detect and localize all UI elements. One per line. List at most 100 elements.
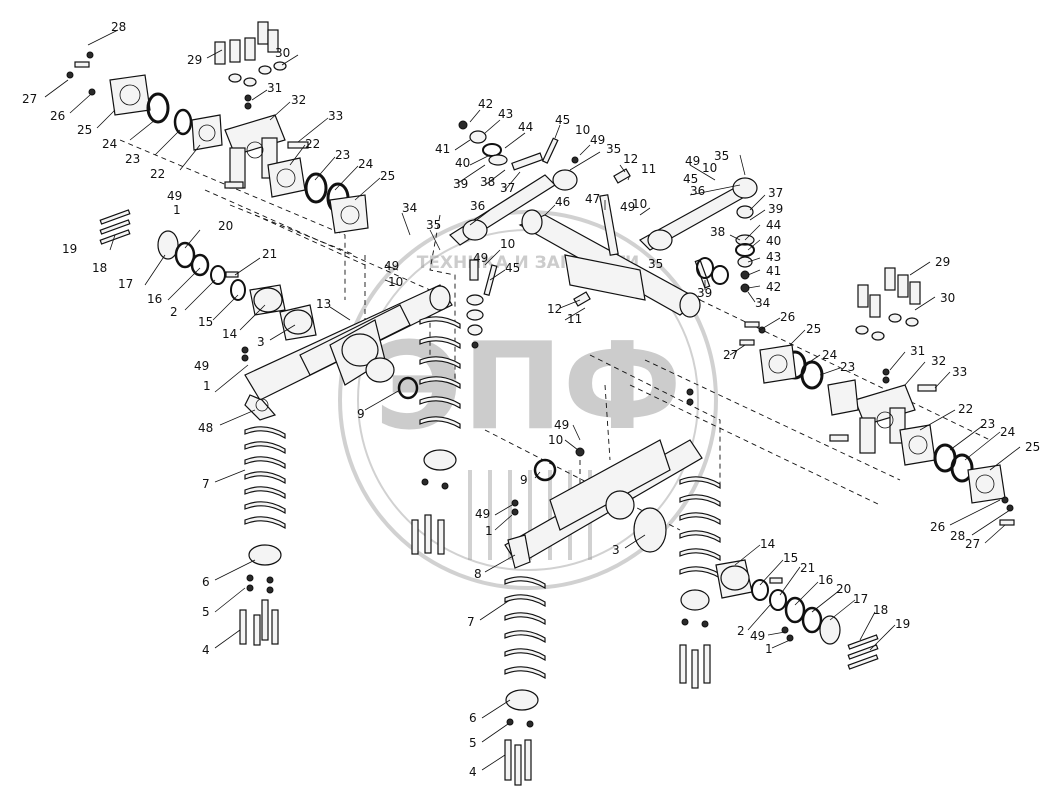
- callout-label: 23: [335, 148, 350, 162]
- callout-label: 6: [469, 711, 477, 725]
- callout-label: 31: [910, 344, 925, 358]
- callout-label: 25: [1025, 440, 1040, 454]
- callout-label: 24: [822, 348, 837, 362]
- watermark: ЭПФ ТЕХНИКА И ЗАПЧАСТИ: [338, 210, 718, 590]
- callout-label: 15: [198, 315, 213, 329]
- callout-label: 7: [467, 615, 475, 629]
- callout-label: 35: [606, 142, 621, 156]
- watermark-wheat-icon: [468, 470, 592, 560]
- callout-label: 39: [453, 177, 468, 191]
- callout-label: 48: [198, 421, 213, 435]
- callout-label: 32: [931, 354, 946, 368]
- callout-label: 41: [766, 264, 781, 278]
- callout-label: 10: [575, 123, 590, 137]
- callout-label: 16: [147, 292, 162, 306]
- callout-label: 24: [102, 137, 117, 151]
- callout-label: 9: [357, 407, 365, 421]
- callout-label: 44: [766, 218, 781, 232]
- callout-label: 41: [435, 142, 450, 156]
- callout-label: 20: [836, 582, 851, 596]
- callout-label: 21: [262, 247, 277, 261]
- callout-label: 29: [935, 255, 950, 269]
- callout-label: 45: [505, 261, 520, 275]
- callout-label: 7: [202, 477, 210, 491]
- left-leaf-spring-rear: [411, 316, 461, 555]
- callout-label: 44: [518, 120, 533, 134]
- callout-label: 23: [840, 360, 855, 374]
- callout-label: 24: [358, 157, 373, 171]
- callout-label: 35: [714, 149, 729, 163]
- callout-label: 8: [474, 567, 482, 581]
- right-top-bracket: [739, 267, 937, 454]
- callout-label: 49: [590, 133, 605, 147]
- callout-label: 12: [623, 152, 638, 166]
- callout-label: 30: [940, 291, 955, 305]
- center-vertical-stack: [466, 259, 498, 349]
- callout-label: 15: [783, 551, 798, 565]
- callout-label: 34: [755, 296, 770, 310]
- callout-label: 13: [316, 297, 331, 311]
- callout-label: 27: [965, 537, 980, 551]
- callout-label: 5: [202, 605, 210, 619]
- center-axle-tube: [449, 169, 758, 318]
- callout-label: 25: [806, 322, 821, 336]
- callout-labels: 28 29 30 27 26 25 24 23 22 31 32 33 22 2…: [22, 20, 1040, 779]
- callout-label: 2: [737, 624, 745, 638]
- callout-label: 17: [118, 277, 133, 291]
- callout-label: 43: [498, 107, 513, 121]
- callout-label: 4: [469, 765, 477, 779]
- callout-label: 3: [612, 543, 620, 557]
- callout-label: 42: [766, 280, 781, 294]
- callout-label: 49: [475, 507, 490, 521]
- callout-label: 35: [648, 257, 663, 271]
- callout-label: 9: [520, 473, 528, 487]
- callout-label: 49: [167, 189, 182, 203]
- right-leaf-spring-front: [504, 576, 546, 786]
- callout-label: 18: [873, 603, 888, 617]
- callout-label: 3: [257, 335, 265, 349]
- left-hub-assembly: [99, 209, 317, 341]
- callout-label: 45: [555, 113, 570, 127]
- callout-label: 49: [194, 359, 209, 373]
- callout-label: 21: [800, 561, 815, 575]
- callout-label: 17: [853, 592, 868, 606]
- callout-label: 5: [469, 736, 477, 750]
- mid-left-flange-assembly: [267, 157, 369, 234]
- callout-label: 26: [50, 109, 65, 123]
- left-leaf-spring-front: [239, 426, 286, 646]
- callout-label: 43: [766, 250, 781, 264]
- callout-label: 1: [765, 642, 773, 656]
- callout-label: 35: [426, 218, 441, 232]
- callout-label: 22: [150, 167, 165, 181]
- callout-label: 33: [952, 365, 967, 379]
- callout-label: 38: [710, 225, 725, 239]
- callout-label: 49: [554, 418, 569, 432]
- callout-label: 20: [218, 219, 233, 233]
- callout-label: 10: [500, 237, 515, 251]
- callout-label: 36: [470, 199, 485, 213]
- callout-label: 37: [768, 186, 783, 200]
- callout-label: 32: [291, 93, 306, 107]
- callout-label: 22: [305, 137, 320, 151]
- callout-label: 26: [930, 520, 945, 534]
- callout-label: 11: [567, 312, 582, 326]
- callout-label: 12: [547, 302, 562, 316]
- callout-label: 23: [980, 417, 995, 431]
- callout-label: 22: [958, 402, 973, 416]
- callout-label: 26: [780, 310, 795, 324]
- callout-label: 36: [690, 184, 705, 198]
- callout-label: 23: [125, 152, 140, 166]
- callout-label: 24: [1000, 425, 1015, 439]
- callout-label: 38: [480, 175, 495, 189]
- callout-label: 19: [895, 617, 910, 631]
- callout-label: 49: [384, 259, 399, 273]
- callout-label: 10: [548, 433, 563, 447]
- callout-label: 10: [388, 275, 403, 289]
- callout-label: 30: [275, 46, 290, 60]
- right-leaf-spring-rear: [679, 476, 721, 689]
- callout-label: 27: [22, 92, 37, 106]
- callout-label: 14: [222, 327, 237, 341]
- callout-label: 42: [478, 97, 493, 111]
- right-lower-flange-assembly: [899, 424, 1015, 526]
